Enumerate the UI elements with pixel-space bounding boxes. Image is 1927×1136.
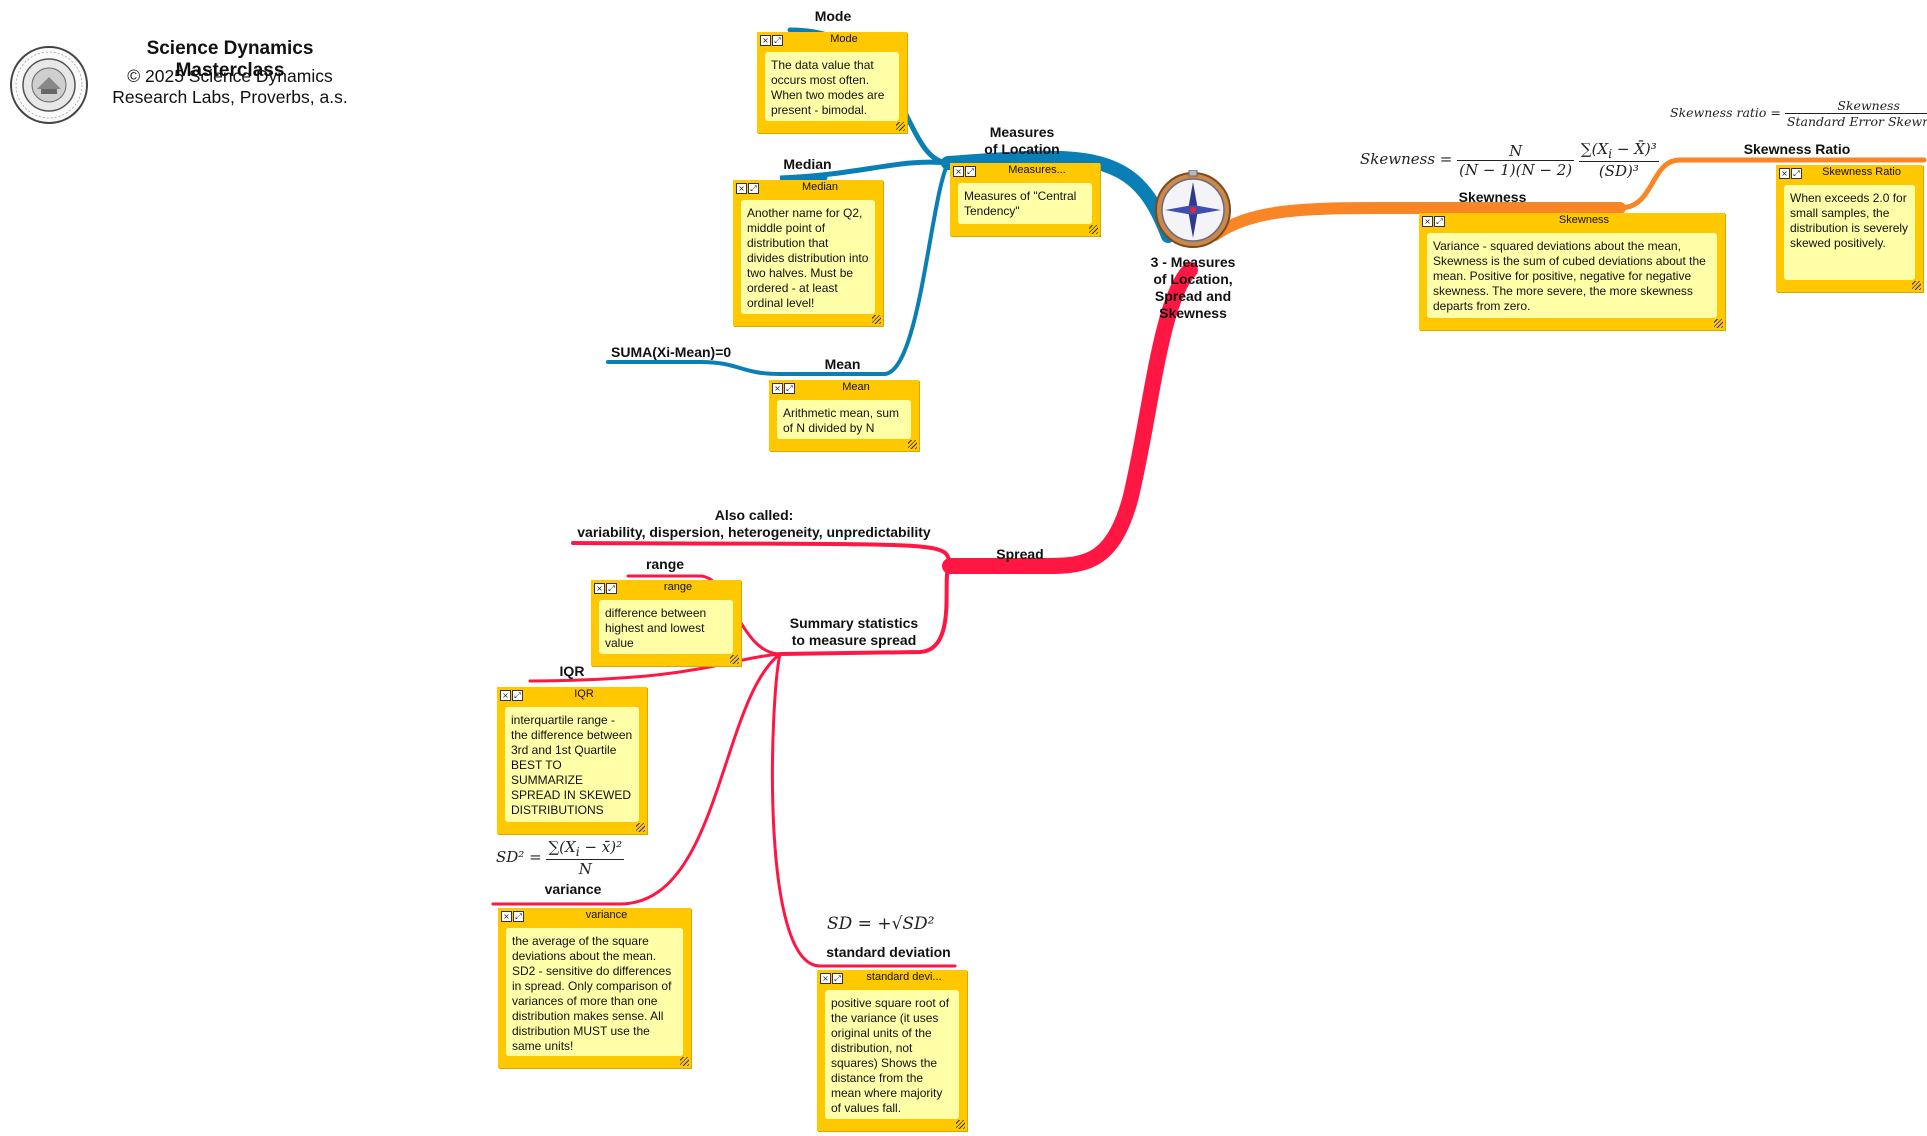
skewness-note: ×⤢Skewness Variance - squared deviations… bbox=[1419, 213, 1725, 330]
close-icon[interactable]: × bbox=[820, 973, 831, 984]
iqr-note-body: interquartile range - the difference bet… bbox=[505, 707, 639, 822]
resize-grip-icon[interactable] bbox=[1912, 281, 1921, 290]
close-icon[interactable]: × bbox=[772, 383, 783, 394]
also-called-list: variability, dispersion, heterogeneity, … bbox=[573, 524, 935, 541]
location-label[interactable]: Measures of Location bbox=[982, 124, 1062, 158]
mode-note-title: Mode bbox=[785, 33, 903, 45]
range-label[interactable]: range bbox=[640, 556, 690, 573]
location-note-title: Measures... bbox=[978, 164, 1096, 176]
expand-icon[interactable]: ⤢ bbox=[965, 166, 976, 177]
close-icon[interactable]: × bbox=[736, 183, 747, 194]
expand-icon[interactable]: ⤢ bbox=[513, 911, 524, 922]
skewness-ratio-note-title: Skewness Ratio bbox=[1804, 166, 1919, 178]
compass-icon bbox=[1153, 170, 1233, 250]
expand-icon[interactable]: ⤢ bbox=[748, 183, 759, 194]
close-icon[interactable]: × bbox=[1422, 216, 1433, 227]
skewness-note-body: Variance - squared deviations about the … bbox=[1427, 233, 1717, 318]
sd-note: ×⤢standard devi... positive square root … bbox=[817, 970, 967, 1131]
median-label[interactable]: Median bbox=[780, 156, 835, 173]
expand-icon[interactable]: ⤢ bbox=[606, 583, 617, 594]
skewness-ratio-note: ×⤢Skewness Ratio When exceeds 2.0 for sm… bbox=[1776, 165, 1923, 292]
close-icon[interactable]: × bbox=[594, 583, 605, 594]
resize-grip-icon[interactable] bbox=[730, 655, 739, 664]
range-note-body: difference between highest and lowest va… bbox=[599, 600, 733, 654]
header-copyright-line1: © 2025 Science Dynamics bbox=[90, 66, 370, 87]
close-icon[interactable]: × bbox=[500, 690, 511, 701]
resize-grip-icon[interactable] bbox=[1714, 319, 1723, 328]
spread-label[interactable]: Spread bbox=[990, 546, 1050, 563]
range-note-title: range bbox=[619, 581, 737, 593]
resize-grip-icon[interactable] bbox=[636, 823, 645, 832]
resize-grip-icon[interactable] bbox=[872, 315, 881, 324]
header-copyright: © 2025 Science Dynamics Research Labs, P… bbox=[90, 66, 370, 108]
header-copyright-line2: Research Labs, Proverbs, a.s. bbox=[90, 87, 370, 108]
mean-note-body: Arithmetic mean, sum of N divided by N bbox=[777, 400, 911, 439]
expand-icon[interactable]: ⤢ bbox=[512, 690, 523, 701]
resize-grip-icon[interactable] bbox=[908, 440, 917, 449]
suma-label[interactable]: SUMA(Xi-Mean)=0 bbox=[611, 344, 731, 361]
close-icon[interactable]: × bbox=[953, 166, 964, 177]
iqr-note-title: IQR bbox=[525, 688, 643, 700]
mode-note-body: The data value that occurs most often. W… bbox=[765, 52, 899, 121]
resize-grip-icon[interactable] bbox=[680, 1057, 689, 1066]
mode-label[interactable]: Mode bbox=[808, 8, 858, 25]
also-called-title: Also called: bbox=[573, 507, 935, 524]
median-note: ×⤢Median Another name for Q2, middle poi… bbox=[733, 180, 883, 326]
median-note-title: Median bbox=[761, 181, 879, 193]
central-label: 3 - Measures of Location, Spread and Ske… bbox=[1150, 254, 1236, 322]
expand-icon[interactable]: ⤢ bbox=[1791, 168, 1802, 179]
mean-note: ×⤢Mean Arithmetic mean, sum of N divided… bbox=[769, 380, 919, 451]
iqr-note: ×⤢IQR interquartile range - the differen… bbox=[497, 687, 647, 834]
range-note: ×⤢range difference between highest and l… bbox=[591, 580, 741, 666]
location-note: ×⤢Measures... Measures of "Central Tende… bbox=[950, 163, 1100, 236]
variance-note-body: the average of the square deviations abo… bbox=[506, 928, 683, 1056]
skewness-ratio-label[interactable]: Skewness Ratio bbox=[1737, 141, 1857, 158]
resize-grip-icon[interactable] bbox=[1089, 225, 1098, 234]
expand-icon[interactable]: ⤢ bbox=[784, 383, 795, 394]
mean-label[interactable]: Mean bbox=[820, 356, 865, 373]
median-note-body: Another name for Q2, middle point of dis… bbox=[741, 200, 875, 314]
skewness-label[interactable]: Skewness bbox=[1455, 189, 1530, 206]
location-note-body: Measures of "Central Tendency" bbox=[958, 183, 1092, 224]
close-icon[interactable]: × bbox=[760, 35, 771, 46]
branch-mean-to-suma bbox=[608, 362, 780, 374]
also-called-label[interactable]: Also called: variability, dispersion, he… bbox=[573, 507, 935, 541]
summary-line-1: Summary statistics bbox=[784, 615, 924, 632]
sd-note-title: standard devi... bbox=[845, 971, 963, 983]
variance-note: ×⤢variance the average of the square dev… bbox=[498, 908, 691, 1068]
sd-label[interactable]: standard deviation bbox=[821, 944, 956, 961]
mode-note: ×⤢Mode The data value that occurs most o… bbox=[757, 32, 907, 133]
expand-icon[interactable]: ⤢ bbox=[1434, 216, 1445, 227]
summary-line-2: to measure spread bbox=[784, 632, 924, 649]
branch-spread-to-also bbox=[573, 543, 950, 566]
skewness-formula: Skewness = N(N − 1)(N − 2) ∑(Xi − X̄)³(S… bbox=[1360, 140, 1659, 180]
mean-note-title: Mean bbox=[797, 381, 915, 393]
resize-grip-icon[interactable] bbox=[896, 122, 905, 131]
variance-label[interactable]: variance bbox=[540, 881, 606, 898]
sd-formula: SD = +√SD² bbox=[827, 914, 935, 934]
summary-statistics-label[interactable]: Summary statistics to measure spread bbox=[784, 615, 924, 649]
expand-icon[interactable]: ⤢ bbox=[772, 35, 783, 46]
resize-grip-icon[interactable] bbox=[956, 1120, 965, 1129]
variance-note-title: variance bbox=[526, 909, 687, 921]
skewness-note-title: Skewness bbox=[1447, 214, 1721, 226]
central-node[interactable] bbox=[1153, 170, 1233, 250]
close-icon[interactable]: × bbox=[1779, 168, 1790, 179]
close-icon[interactable]: × bbox=[501, 911, 512, 922]
skewness-ratio-note-body: When exceeds 2.0 for small samples, the … bbox=[1784, 185, 1915, 280]
iqr-label[interactable]: IQR bbox=[552, 663, 592, 680]
seal-logo bbox=[8, 44, 90, 126]
sd-note-body: positive square root of the variance (it… bbox=[825, 990, 959, 1119]
expand-icon[interactable]: ⤢ bbox=[832, 973, 843, 984]
